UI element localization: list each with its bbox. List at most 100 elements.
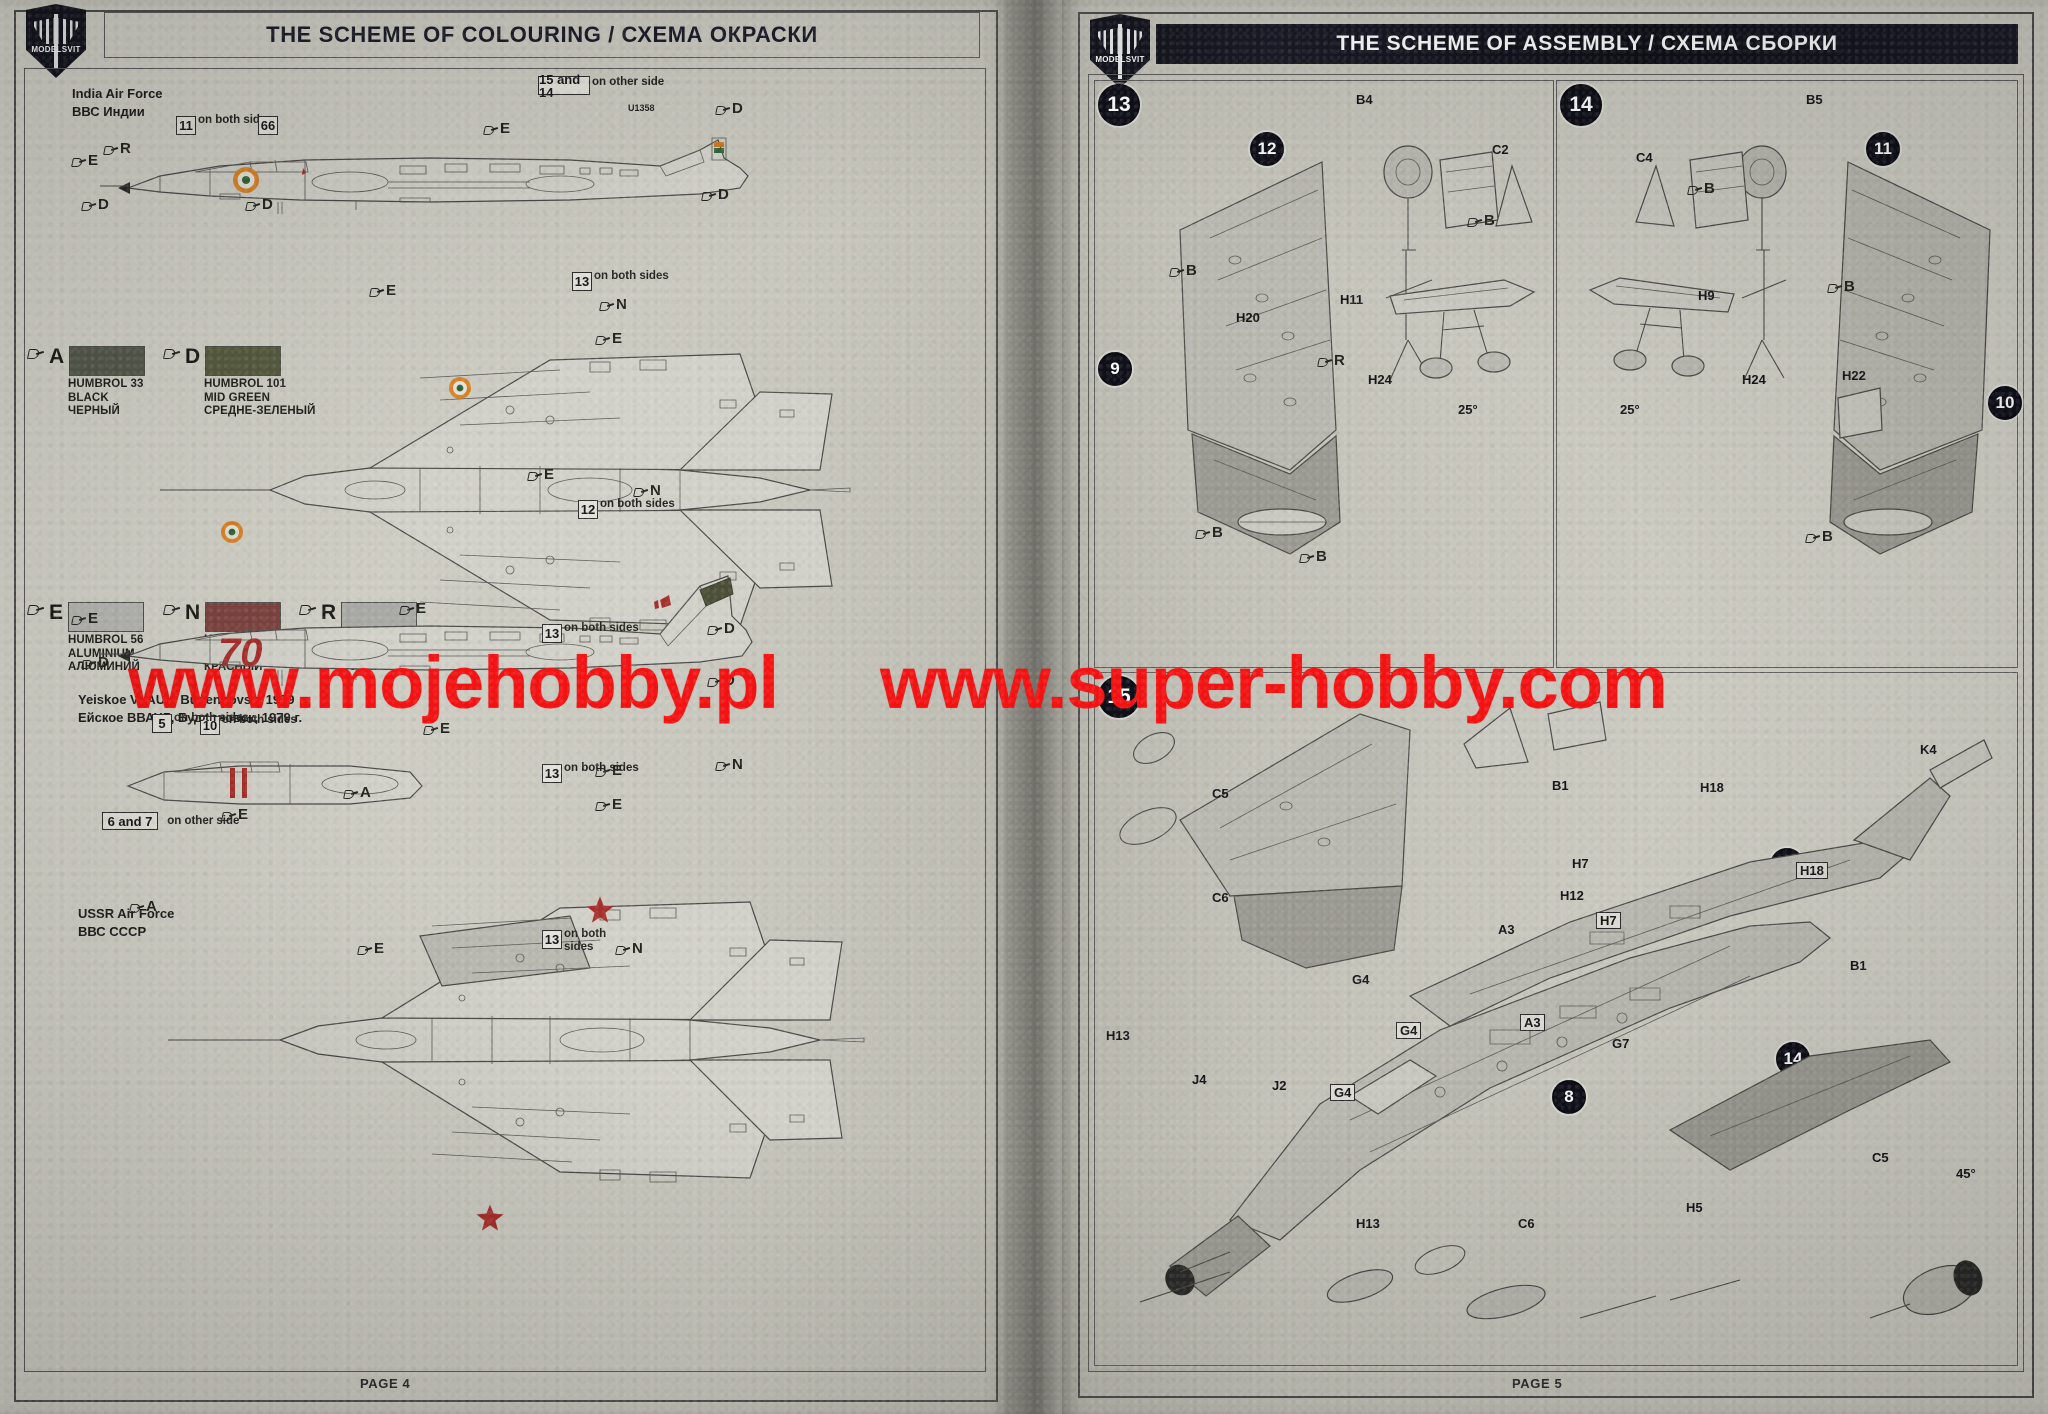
paint-mark-e-3: E [370,282,396,299]
part-label-h7: H7 [1572,856,1589,871]
part-label-k4: K4 [1920,742,1937,757]
decal-box-12: 12 [578,500,598,519]
assembly-panel-14 [1556,80,2018,668]
paint-mark-b-6: B [1828,278,1855,295]
aircraft-side-profile-yeisk: 70 [100,560,780,720]
paint-mark-d-2: D [246,196,273,213]
decal-note-11: on both sides [198,114,273,126]
variant-label-ussr-ru: ВВС СССР [78,924,147,939]
decal-box-6-7: 6 and 7 [102,812,158,830]
step-circle-13: 13 [1098,84,1140,126]
paint-mark-n-2: N [634,482,661,499]
decal-box-13a: 13 [572,272,592,291]
part-label-c2: C2 [1492,142,1509,157]
part-label-b5: B5 [1806,92,1823,107]
paint-name-ru-a: ЧЕРНЫЙ [68,405,120,418]
watermark-mojehobby: www.mojehobby.pl [128,641,779,724]
modelsvit-logo-left: MODELSVIT [26,4,86,78]
left-page-header: THE SCHEME OF COLOURING / СХЕМА ОКРАСКИ [104,12,980,58]
paint-mark-e-1: E [72,152,98,169]
part-label-g7: G7 [1612,1036,1630,1051]
paint-mark-e-5: E [528,466,554,483]
part-label-b1: B1 [1552,778,1569,793]
decal-box-5: 5 [152,714,172,733]
svg-text:70: 70 [218,631,263,675]
paint-mark-e-6: E [72,610,98,627]
paint-humbrol-d: HUMBROL 101 [204,378,287,390]
watermark-superhobby: www.super-hobby.com [880,641,1668,724]
decal-box-13d: 13 [542,930,562,949]
paint-mark-n-3: N [716,756,743,773]
left-page-number: PAGE 4 [360,1376,411,1391]
decal-note-15-14: on other side [592,76,665,88]
assembly-panel-13 [1094,80,1554,668]
paint-name-en-d: MID GREEN [204,391,271,404]
part-label-j2: J2 [1272,1078,1287,1093]
part-label-h7-boxed: H7 [1596,912,1621,929]
part-label-h18-boxed: H18 [1796,862,1828,879]
paint-mark-r-2: R [1318,352,1345,369]
assembly-art-step15 [1110,700,2010,1340]
variant-label-ussr-en: USSR Air Force [78,906,175,921]
paint-mark-e-7: E [400,600,426,617]
part-label-j4: J4 [1192,1072,1207,1087]
assembly-art-gear-left [1384,270,1544,390]
step-circle-11: 11 [1866,132,1900,166]
step-circle-8: 8 [1552,1080,1586,1114]
part-label-b1b: B1 [1850,958,1867,973]
paint-mark-d-1: D [82,196,109,213]
modelsvit-logo-right: MODELSVIT [1090,14,1150,88]
paint-mark-d-4: D [702,186,729,203]
paint-mark-b-7: B [1806,528,1833,545]
aircraft-plan-view-india [120,300,860,640]
paint-legend-a: A HUMBROL 33 BLACK ЧЕРНЫЙ [26,345,146,419]
right-page-number: PAGE 5 [1512,1376,1563,1391]
decal-note-6-7-wrap: 6 and 7 on other side [102,812,239,830]
part-label-c5: C5 [1212,786,1229,801]
step-circle-14: 14 [1560,84,1602,126]
assembly-art-gear-right [1580,268,1740,388]
paint-mark-r-1: R [104,140,131,157]
paint-mark-d-6: D [708,620,735,637]
paint-mark-d-5: D [82,654,109,671]
step-circle-15: 15 [1098,676,1140,718]
step-circle-10: 10 [1988,386,2022,420]
step-circle-9: 9 [1098,352,1132,386]
paint-name-ru-d: СРЕДНЕ-ЗЕЛЕНЫЙ [204,405,316,418]
paint-swatch-n [205,602,282,632]
decal-box-10: 10 [200,716,220,735]
assembly-panel-15 [1094,672,2018,1366]
assembly-art-step14 [1630,130,2030,600]
part-label-h12: H12 [1560,888,1584,903]
paint-name-en-a: BLACK [68,391,109,404]
part-label-c5b: C5 [1872,1150,1889,1165]
variant-label-yeisk-en: Yeiskoe VVAUL, Budennovsk, 1979 [78,692,295,707]
decal-note-12: on both sides [600,498,675,510]
paint-code-a: A [49,345,65,368]
paint-mark-b-5: B [1688,180,1715,197]
part-label-a3-boxed: A3 [1520,1014,1545,1031]
part-label-c6: C6 [1212,890,1229,905]
paint-code-r: R [321,601,337,624]
angle-label-25a: 25° [1458,402,1478,417]
part-label-h13b: H13 [1356,1216,1380,1231]
paint-mark-a-2: A [130,898,157,915]
paint-mark-d-3: D [716,100,743,117]
part-label-h24b: H24 [1742,372,1766,387]
paint-mark-n-4: N [616,940,643,957]
paint-code-n: N [185,601,201,624]
decal-box-13b: 13 [542,624,562,643]
serial-code: U1358 [628,103,655,113]
decal-note-10: on both sides [222,714,297,726]
paint-swatch-d [205,346,282,376]
assembly-art-step13 [1140,130,1560,600]
decal-note-5: on both sides [174,712,249,724]
decal-box-13c: 13 [542,764,562,783]
book-gutter [1010,0,1062,1414]
decal-box-66: 66 [258,116,278,135]
part-label-h22: H22 [1842,368,1866,383]
part-label-g4b: G4 [1396,1022,1422,1039]
paint-mark-e-8: E [222,806,248,823]
